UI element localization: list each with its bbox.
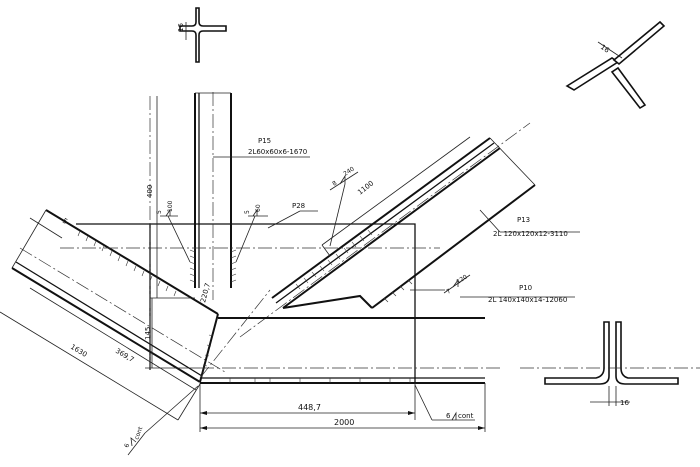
dim-vertical-400: 400 bbox=[146, 96, 195, 299]
section-top-thickness: 16 bbox=[177, 23, 185, 32]
label-p28: P28 bbox=[267, 202, 318, 229]
member-p15-vertical bbox=[189, 92, 237, 300]
dim-horizontal-4487: 448,7 bbox=[199, 383, 416, 432]
member-p10-chord bbox=[200, 317, 500, 384]
svg-text:5: 5 bbox=[244, 210, 251, 214]
svg-text:2000: 2000 bbox=[334, 418, 354, 427]
section-top-right: 16 bbox=[565, 20, 666, 110]
svg-text:P15: P15 bbox=[258, 137, 271, 145]
svg-text:5: 5 bbox=[61, 217, 69, 226]
member-p28-diagonal bbox=[11, 209, 226, 383]
svg-text:P10: P10 bbox=[519, 284, 532, 292]
svg-text:2L 140x140x14-12060: 2L 140x140x14-12060 bbox=[488, 296, 567, 304]
section-top-small: 16 bbox=[177, 7, 227, 63]
dim-vertical-145: 145 bbox=[144, 298, 200, 369]
svg-text:6: 6 bbox=[446, 412, 451, 420]
weld-symbol-cont-bottom: 6 cont bbox=[414, 384, 475, 421]
svg-text:369,7: 369,7 bbox=[114, 347, 135, 364]
section-right-thickness: 16 bbox=[599, 43, 611, 55]
svg-text:7: 7 bbox=[445, 288, 452, 296]
svg-text:100: 100 bbox=[167, 200, 174, 212]
dim-diag-220: 220,7 bbox=[199, 282, 212, 303]
svg-text:448,7: 448,7 bbox=[298, 403, 321, 412]
svg-text:cont: cont bbox=[458, 412, 474, 420]
svg-text:145: 145 bbox=[144, 327, 152, 340]
dim-diag-left: 1630 369,7 5 bbox=[0, 217, 201, 421]
svg-text:1100: 1100 bbox=[356, 179, 375, 196]
dim-horizontal-2000: 2000 bbox=[200, 383, 486, 432]
svg-text:120: 120 bbox=[455, 273, 469, 285]
svg-text:6: 6 bbox=[123, 443, 131, 449]
weld-symbol-60: 5 60 bbox=[235, 204, 268, 263]
section-bottom-thickness: 16 bbox=[620, 399, 629, 407]
label-p15: P15 2L60x60x6-1670 bbox=[213, 137, 310, 158]
label-p10: P10 2L 140x140x14-12060 bbox=[460, 284, 575, 304]
svg-text:2L 120x120x12-3110: 2L 120x120x12-3110 bbox=[493, 230, 568, 238]
weld-symbol-cont-left: 6 cont bbox=[123, 385, 199, 456]
svg-text:60: 60 bbox=[255, 204, 262, 212]
svg-text:5: 5 bbox=[156, 210, 163, 214]
section-bottom-right: 16 bbox=[520, 321, 700, 407]
weld-symbol-100: 5 100 bbox=[156, 200, 191, 263]
weld-symbol-120: 7 120 bbox=[410, 273, 471, 296]
svg-text:P28: P28 bbox=[292, 202, 305, 210]
svg-text:1630: 1630 bbox=[69, 343, 88, 359]
member-p13-diagonal bbox=[239, 122, 536, 338]
weld-symbol-240: 8 240 bbox=[329, 165, 359, 247]
dim-diag-1100: 1100 bbox=[321, 136, 471, 257]
svg-text:240: 240 bbox=[342, 165, 356, 177]
label-p13: P13 2L 120x120x12-3110 bbox=[479, 209, 580, 238]
svg-text:P13: P13 bbox=[517, 216, 530, 224]
svg-text:8: 8 bbox=[331, 180, 338, 188]
svg-text:400: 400 bbox=[146, 185, 154, 198]
svg-text:cont: cont bbox=[133, 425, 144, 440]
svg-text:2L60x60x6-1670: 2L60x60x6-1670 bbox=[248, 148, 307, 156]
